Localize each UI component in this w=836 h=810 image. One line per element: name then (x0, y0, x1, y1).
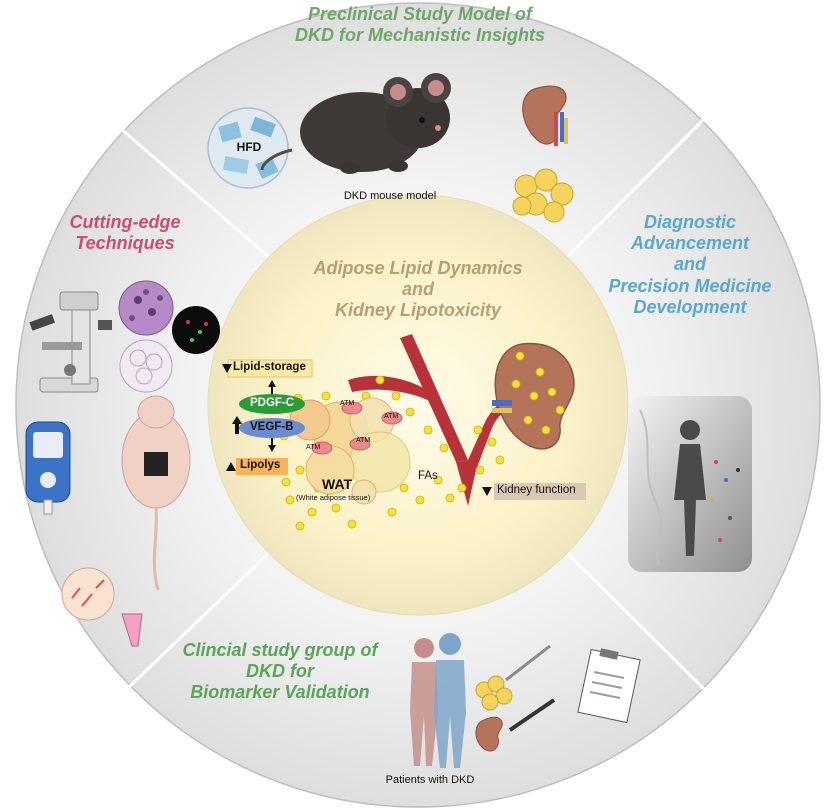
clipboard-icon (577, 648, 641, 724)
fluorescence-section-icon (172, 306, 220, 354)
fatty-acid-dot (399, 483, 409, 493)
patients-silhouettes-icon (410, 633, 466, 768)
bottom-quadrant-title: Clincial study group of DKD for Biomarke… (182, 640, 378, 703)
fatty-acid-dot (511, 379, 521, 389)
precision-medicine-figure-icon (628, 396, 752, 572)
wat-sub-label: (White adipose tissue) (296, 493, 371, 502)
down-arrow-icon (268, 438, 276, 452)
fatty-acid-dot (541, 425, 551, 435)
wat-label: WAT (322, 476, 353, 492)
fatty-acid-dot (523, 415, 533, 425)
hfd-pellet-icon (207, 107, 289, 189)
fatty-acid-dot (487, 437, 497, 447)
hfd-label: HFD (236, 140, 262, 154)
tissue-sampling-icon (61, 567, 143, 647)
atm-label: ATM (306, 444, 321, 451)
fatty-acid-dot (535, 367, 545, 377)
fatty-acid-dot (331, 503, 341, 513)
microscope-icon (29, 291, 112, 393)
right-quadrant-title: Diagnostic Advancement and Precision Med… (608, 212, 772, 317)
fatty-acid-dot (405, 407, 415, 417)
glucose-meter-icon (25, 421, 71, 515)
adipose-histology-icon (119, 339, 173, 393)
kidney-down-triangle-icon (482, 487, 492, 496)
fatty-acid-dot (515, 351, 525, 361)
fatty-acid-dot (473, 425, 483, 435)
fatty-acid-dot (495, 455, 505, 465)
fatty-acid-dot (445, 493, 455, 503)
fatty-acid-dot (387, 507, 397, 517)
kidney-biopsy-icon (475, 698, 556, 752)
kidney-function-box (494, 483, 586, 500)
kidney-function-label: Kidney function (497, 484, 576, 496)
up-arrow-icon (268, 380, 276, 394)
fatty-acid-dot (457, 483, 467, 493)
down-triangle-icon (222, 364, 232, 373)
center-title: Adipose Lipid Dynamics and Kidney Lipoto… (313, 258, 523, 321)
patients-caption: Patients with DKD (385, 774, 475, 786)
fatty-acid-dot (391, 391, 401, 401)
mouse-icon (260, 73, 451, 174)
fatty-acid-dot (295, 465, 305, 475)
pdgf-c-pill (239, 394, 305, 414)
rat-with-sensor-icon (121, 395, 191, 591)
pdgf-c-label: PDGF-C (250, 397, 295, 409)
fatty-acid-dot (423, 425, 433, 435)
fatty-acid-dot (285, 495, 295, 505)
fatty-acid-dot (347, 519, 357, 529)
atm-label: ATM (384, 413, 399, 420)
vegf-b-label: VEGF-B (250, 421, 294, 433)
fatty-acid-dot (307, 507, 317, 517)
fatty-acid-dot (281, 477, 291, 487)
fas-label: FAs (418, 470, 438, 482)
left-quadrant-title: Cutting-edge Techniques (69, 212, 181, 254)
he-stain-section-icon (118, 280, 174, 336)
up-bold-arrow-icon (232, 416, 242, 434)
fatty-acid-dot (321, 391, 331, 401)
atm-label: ATM (340, 400, 355, 407)
fatty-acid-dot (529, 391, 539, 401)
fat-biopsy-icon (475, 644, 551, 711)
fatty-acid-dot (433, 475, 443, 485)
fatty-acid-dot (547, 387, 557, 397)
adipocyte-cluster-icon (512, 168, 574, 223)
up-triangle-icon (226, 462, 236, 471)
fatty-acid-dot (375, 375, 385, 385)
atm-label: ATM (356, 437, 371, 444)
fatty-acid-dot (475, 465, 485, 475)
kidney-icon (522, 85, 568, 146)
fatty-acid-dot (439, 443, 449, 453)
lipolys-label: Lipolys (240, 459, 281, 471)
blood-vessel-icon (348, 334, 516, 506)
fatty-acid-dot (415, 495, 425, 505)
quadrant-dividers (119, 116, 707, 692)
mouse-caption: DKD mouse model (343, 190, 437, 202)
fatty-acid-dot (555, 405, 565, 415)
vegf-b-pill (239, 418, 305, 438)
lipolys-box (236, 458, 288, 475)
fatty-acid-dot (295, 521, 305, 531)
top-quadrant-title: Preclinical Study Model of DKD for Mecha… (294, 4, 546, 46)
lipid-storage-label: Lipid-storage (233, 361, 306, 373)
